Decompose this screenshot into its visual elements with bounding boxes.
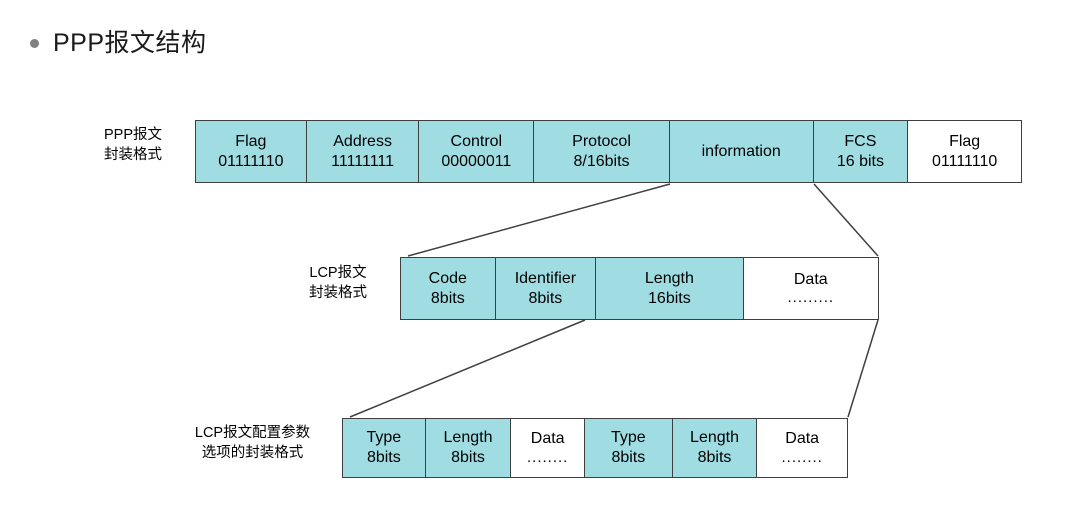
field-cell-data-2[interactable]: Data ........	[757, 419, 847, 477]
field-value: 8bits	[451, 449, 485, 466]
row-label-lcp-frame-line2: 封装格式	[309, 284, 367, 301]
field-cell-flag-start[interactable]: Flag 01111110	[196, 121, 307, 182]
field-value: 8bits	[366, 449, 401, 466]
bullet-dot-icon	[30, 39, 39, 49]
lcp-option-row: Type 8bits Length 8bits Data ........ Ty…	[342, 418, 848, 478]
field-name: Flag	[235, 132, 267, 150]
field-value: 01111110	[932, 152, 998, 170]
field-cell-address[interactable]: Address 11111111	[306, 121, 420, 182]
field-value: 11111111	[331, 152, 395, 170]
field-value: 16bits	[648, 289, 691, 307]
row-label-lcp-option-line2: 选项的封装格式	[201, 444, 304, 461]
field-cell-length[interactable]: Length 16bits	[596, 258, 744, 319]
row-label-lcp-frame-line1: LCP报文	[309, 265, 367, 281]
row-label-ppp-frame-line2: 封装格式	[104, 146, 162, 163]
field-cell-type-1[interactable]: Type 8bits	[343, 419, 426, 477]
page-title-text: PPP报文结构	[53, 29, 207, 57]
field-value: 8bits	[611, 449, 646, 466]
connector-information-left	[407, 183, 671, 257]
field-cell-information[interactable]: information	[669, 121, 814, 182]
connector-lcp-data-right	[847, 319, 879, 418]
field-cell-control[interactable]: Control 00000011	[419, 121, 535, 182]
field-name: Type	[366, 429, 402, 447]
lcp-frame-row: Code 8bits Identifier 8bits Length 16bit…	[400, 257, 879, 320]
field-name: Flag	[949, 132, 981, 150]
field-value: 8bits	[528, 289, 563, 307]
field-cell-code[interactable]: Code 8bits	[401, 258, 496, 319]
row-label-lcp-frame: LCP报文 封装格式	[283, 264, 393, 303]
field-cell-flag-end[interactable]: Flag 01111110	[908, 121, 1021, 182]
field-name: Data	[785, 430, 820, 448]
row-label-lcp-option: LCP报文配置参数 选项的封装格式	[170, 424, 335, 463]
field-value: 00000011	[441, 152, 512, 170]
field-value: 8bits	[430, 289, 465, 307]
field-name: FCS	[844, 132, 877, 150]
field-value: 8/16bits	[573, 152, 630, 170]
field-cell-length-2[interactable]: Length 8bits	[672, 419, 758, 477]
field-cell-identifier[interactable]: Identifier 8bits	[495, 258, 597, 319]
connector-information-right	[813, 183, 879, 257]
field-name: Data	[793, 270, 828, 288]
row-label-ppp-frame: PPP报文 封装格式	[78, 126, 188, 165]
field-value: ........	[781, 448, 823, 466]
field-name: Length	[644, 269, 694, 287]
field-name: Type	[611, 429, 646, 447]
field-value: .........	[787, 289, 835, 307]
field-name: Protocol	[572, 132, 631, 150]
field-name: Identifier	[514, 269, 577, 287]
field-cell-type-2[interactable]: Type 8bits	[585, 419, 673, 477]
field-name: Code	[428, 269, 467, 287]
field-name: Control	[450, 132, 503, 150]
field-name: Length	[443, 429, 493, 447]
field-value: ........	[527, 448, 569, 466]
field-value: 8bits	[697, 449, 732, 466]
ppp-frame-row: Flag 01111110 Address 11111111 Control 0…	[195, 120, 1022, 183]
row-label-ppp-frame-line1: PPP报文	[103, 127, 162, 143]
field-cell-protocol[interactable]: Protocol 8/16bits	[534, 121, 670, 182]
field-name: information	[701, 142, 781, 160]
field-name: Data	[530, 430, 565, 448]
row-label-lcp-option-line1: LCP报文配置参数	[194, 425, 311, 441]
field-name: Address	[333, 132, 392, 150]
field-cell-fcs[interactable]: FCS 16 bits	[813, 121, 909, 182]
field-value: 01111110	[218, 152, 284, 170]
connector-lcp-data-left	[349, 319, 586, 418]
page-title: PPP报文结构	[30, 29, 207, 58]
field-cell-length-1[interactable]: Length 8bits	[425, 419, 512, 477]
field-cell-data[interactable]: Data .........	[743, 258, 878, 319]
field-cell-data-1[interactable]: Data ........	[511, 419, 586, 477]
field-name: Length	[690, 429, 739, 447]
field-value: 16 bits	[836, 152, 884, 170]
